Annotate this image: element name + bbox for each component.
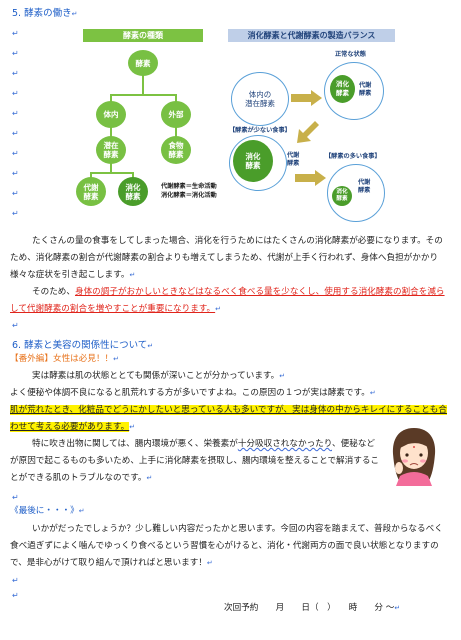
- few-digestive: 消化 酵素: [233, 140, 273, 182]
- enzyme-balance-title: 消化酵素と代謝酵素の製造バランス: [228, 29, 395, 42]
- paragraph-mark: ↵: [12, 109, 19, 118]
- many-metabolic: 代謝 酵素: [358, 179, 371, 194]
- many-digestive: 消化 酵素: [332, 186, 352, 206]
- paragraph-mark: ↵: [12, 29, 19, 38]
- enzyme-diagram: 酵素の種類 消化酵素と代謝酵素の製造バランス 酵素 体内 外部 潜在 酵素 食物…: [76, 27, 395, 233]
- node-internal: 体内: [96, 101, 126, 128]
- arrow-down-left-icon: [297, 121, 319, 143]
- normal-metabolic: 代謝 酵素: [359, 82, 372, 97]
- arrow-right-icon: [291, 90, 322, 106]
- paragraph-mark: ↵: [12, 591, 19, 600]
- paragraph-mark: ↵: [12, 209, 19, 218]
- paragraph-mark: ↵: [12, 89, 19, 98]
- many-enzyme-meal-label: 【酵素の多い食事】: [325, 153, 381, 160]
- paragraph-mark: ↵: [12, 149, 19, 158]
- paragraph-skin-1: 実は酵素は肌の状態ととても関係が深いことが分かっています。↵: [32, 371, 286, 381]
- enzyme-types-title: 酵素の種類: [83, 29, 203, 42]
- normal-state-label: 正常な状態: [335, 51, 366, 58]
- node-food-enzyme: 食物 酵素: [161, 136, 191, 164]
- section-5-heading: 5. 酵素の働き↵: [12, 8, 78, 19]
- few-metabolic: 代謝 酵素: [287, 152, 300, 167]
- closing-title: 《最後に・・・》↵: [10, 506, 85, 516]
- legend-metabolic: 代謝酵素＝生命活動: [161, 183, 217, 190]
- woman-illustration-icon: [392, 428, 436, 486]
- few-enzyme-meal-label: 【酵素が少ない食事】: [229, 127, 291, 134]
- highlighted-text: 肌が荒れたとき、化粧品でどうにかしたいと思っている人も多いですが、実は身体の中か…: [10, 405, 447, 432]
- paragraph-skin-highlight: 肌が荒れたとき、化粧品でどうにかしたいと思っている人も多いですが、実は身体の中か…: [10, 405, 447, 432]
- node-enzyme: 酵素: [128, 50, 158, 76]
- paragraph-mark: ↵: [12, 69, 19, 78]
- paragraph-acne: 特に吹き出物に関しては、腸内環境が悪く、栄養素が十分吸収されなかったり、便秘など…: [10, 439, 380, 483]
- paragraph-mark: ↵: [12, 49, 19, 58]
- paragraph-mark: ↵: [12, 493, 19, 502]
- arrow-right-icon: [295, 170, 326, 186]
- node-external: 外部: [161, 101, 191, 128]
- legend-digestive: 消化酵素＝消化活動: [161, 192, 217, 199]
- normal-digestive: 消化 酵素: [330, 75, 355, 103]
- node-latent-enzyme: 潜在 酵素: [96, 136, 126, 164]
- node-metabolic-enzyme: 代謝 酵素: [76, 177, 106, 206]
- section-6-heading: 6. 酵素と美容の関係性について↵: [12, 340, 154, 351]
- paragraph-mark: ↵: [12, 169, 19, 178]
- paragraph-mark: ↵: [12, 129, 19, 138]
- extra-edition-title: 【番外編】女性は必見！！↵: [10, 354, 120, 364]
- node-digestive-enzyme: 消化 酵素: [118, 177, 148, 206]
- latent-enzyme-circle: 体内の 潜在酵素: [231, 72, 289, 126]
- enzyme-legend: 代謝酵素＝生命活動 消化酵素＝消化活動: [161, 182, 217, 200]
- paragraph-overeating: たくさんの量の食事をしてしまった場合、消化を行うためにはたくさんの消化酵素が必要…: [10, 236, 443, 280]
- paragraph-mark: ↵: [12, 321, 19, 330]
- paragraph-mark: ↵: [12, 576, 19, 585]
- paragraph-skin-2: よく便秘や体調不良になると肌荒れする方が多いですよね。この原因の１つが実は酵素で…: [10, 388, 376, 398]
- paragraph-closing: いかがだったでしょうか？少し難しい内容だったかと思います。今回の内容を踏まえて、…: [10, 524, 443, 568]
- next-appointment-line: 次回予約 月 日（ ） 時 分 〜↵: [224, 603, 401, 613]
- paragraph-reduce-intake: そのため、身体の調子がおかしいときなどはなるべく食べる量を少なくし、使用する消化…: [10, 287, 445, 314]
- red-emphasis-text: 身体の調子がおかしいときなどはなるべく食べる量を少なくし、使用する消化酵素の割合…: [10, 287, 445, 314]
- paragraph-mark: ↵: [12, 189, 19, 198]
